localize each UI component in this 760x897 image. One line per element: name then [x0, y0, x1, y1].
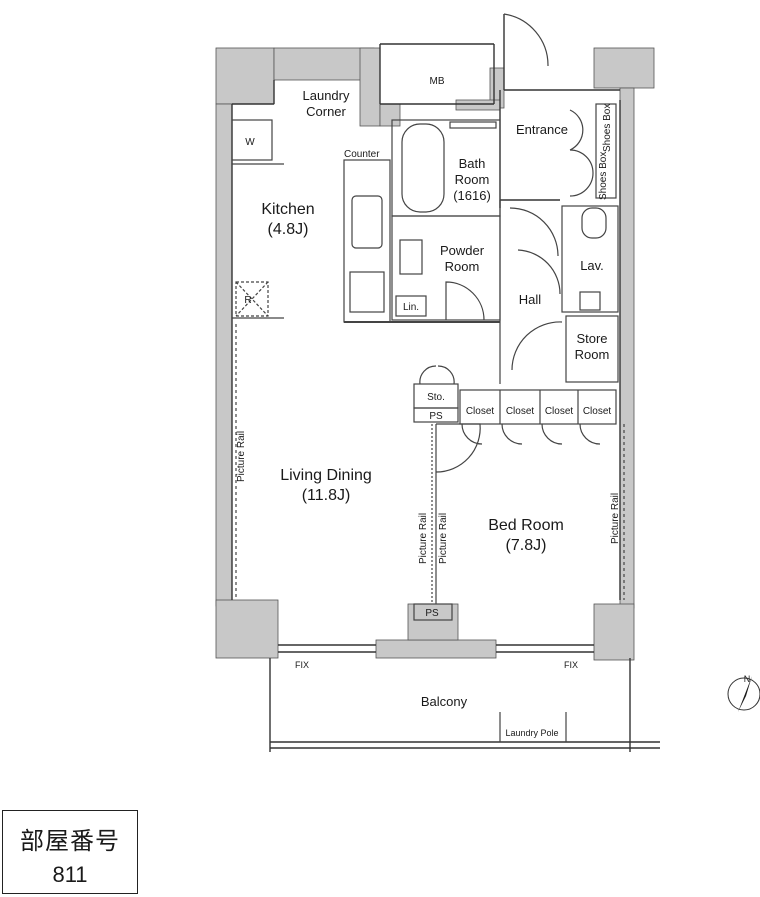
- picture-rail-label-1: Picture Rail: [236, 431, 247, 482]
- room-number-title: 部屋番号: [20, 827, 120, 855]
- balcony-label: Balcony: [421, 694, 468, 709]
- ps-label-top: PS: [429, 411, 443, 422]
- room-number-value: 811: [52, 862, 88, 887]
- closet-label-1: Closet: [466, 406, 495, 417]
- store-label-1: Store: [576, 331, 607, 346]
- picture-rail-label-4: Picture Rail: [610, 493, 621, 544]
- closet-label-2: Closet: [506, 406, 535, 417]
- laundry-corner-label: Laundry: [303, 88, 350, 103]
- powder-label-2: Room: [445, 259, 480, 274]
- washer-label: W: [245, 137, 255, 148]
- powder-label-1: Powder: [440, 243, 485, 258]
- entrance-label: Entrance: [516, 122, 568, 137]
- hall-label: Hall: [519, 292, 542, 307]
- mb-label: MB: [430, 76, 445, 87]
- bath-label-1: Bath: [459, 156, 486, 171]
- compass-icon: N: [727, 674, 760, 712]
- storage-label: Sto.: [427, 392, 445, 403]
- partitions: [231, 13, 625, 742]
- store-label-2: Room: [575, 347, 610, 362]
- shoes-box-label-2: Shoes Box: [602, 104, 613, 152]
- laundry-corner-label-2: Corner: [306, 104, 346, 119]
- bath-label-3: (1616): [453, 188, 491, 203]
- living-dining-label-2: (11.8J): [302, 487, 351, 504]
- fix-label-right: FIX: [564, 660, 578, 670]
- lav-label: Lav.: [580, 258, 604, 273]
- bed-room-label-1: Bed Room: [488, 517, 564, 534]
- refrigerator-label: R: [244, 295, 251, 306]
- picture-rail-label-2: Picture Rail: [418, 513, 429, 564]
- shoes-box-label-1: Shoes Box: [598, 152, 609, 200]
- laundry-pole-label: Laundry Pole: [505, 728, 558, 738]
- linen-label: Lin.: [403, 302, 419, 313]
- bed-room-label-2: (7.8J): [506, 537, 547, 554]
- picture-rail-label-3: Picture Rail: [438, 513, 449, 564]
- room-number-box: 部屋番号 811: [2, 810, 138, 894]
- closet-label-4: Closet: [583, 406, 612, 417]
- outline-lines: [231, 14, 660, 752]
- kitchen-label-2: (4.8J): [268, 221, 309, 238]
- ps-label-bottom: PS: [425, 608, 439, 619]
- fix-label-left: FIX: [295, 660, 309, 670]
- closet-label-3: Closet: [545, 406, 574, 417]
- living-dining-label-1: Living Dining: [280, 467, 372, 484]
- bath-label-2: Room: [455, 172, 490, 187]
- kitchen-label-1: Kitchen: [261, 201, 314, 218]
- compass-north-label: N: [744, 674, 751, 684]
- counter-label: Counter: [344, 149, 380, 160]
